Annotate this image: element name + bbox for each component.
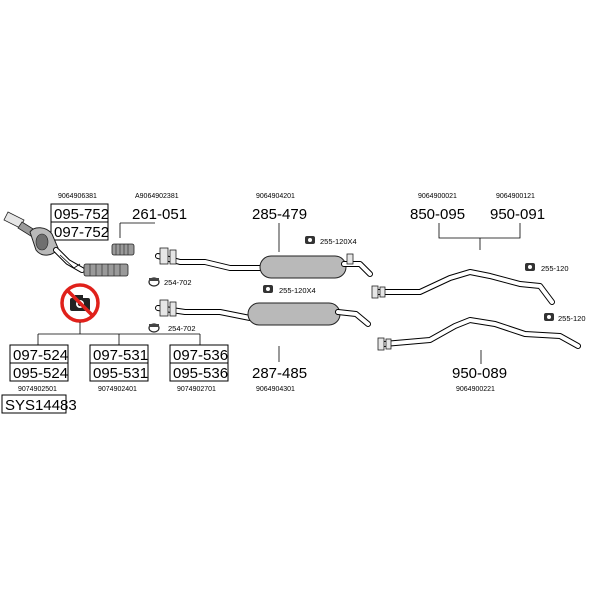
catalyst-oem: 9064906381 <box>58 193 97 200</box>
silencer2-hanger-icon <box>263 285 273 293</box>
flex-pipe-part[interactable]: 261-051 <box>132 206 187 223</box>
silencer1-oem: 9064904201 <box>256 193 295 200</box>
silencer2-part[interactable]: 287-485 <box>252 365 307 382</box>
silencer2-oem: 9064904301 <box>256 386 295 393</box>
silencer2-clamp: 254-702 <box>168 324 196 333</box>
silencer1-clamp: 254-702 <box>164 278 192 287</box>
catalyst-part-2: 097-752 <box>54 224 109 241</box>
catalyst-part-box-2[interactable] <box>50 221 109 241</box>
rear2-hanger-icon <box>544 313 554 321</box>
silencer2-drawing <box>155 299 371 327</box>
flex-pipe-leader <box>119 222 155 238</box>
silencer2-hanger: 255-120X4 <box>279 286 316 295</box>
dpf1-top: 097-524 <box>13 347 68 364</box>
dpf3-oem: 9074902701 <box>177 386 216 393</box>
system-box[interactable] <box>1 394 67 414</box>
rear2-oem: 9064900221 <box>456 386 495 393</box>
dpf1-oem: 9074902501 <box>18 386 57 393</box>
catalyst-drawing <box>3 211 85 273</box>
dpf2-bottom-box[interactable] <box>89 362 149 382</box>
dpf2-top: 097-531 <box>93 347 148 364</box>
silencer1-drawing <box>155 247 373 279</box>
dpf-leader <box>37 322 201 345</box>
dpf3-top: 097-536 <box>173 347 228 364</box>
system-part: SYS14483 <box>5 397 77 414</box>
no-camera-icon <box>60 283 100 323</box>
rear1-hanger-icon <box>525 263 535 271</box>
catalyst-part-1: 095-752 <box>54 206 109 223</box>
rear1-leader <box>438 223 521 250</box>
clamp-icon <box>148 277 160 287</box>
silencer1-part[interactable]: 285-479 <box>252 206 307 223</box>
rear2-hanger: 255-120 <box>558 314 586 323</box>
silencer1-hanger-icon <box>305 236 315 244</box>
dpf2-oem: 9074902401 <box>98 386 137 393</box>
silencer1-hanger: 255-120X4 <box>320 237 357 246</box>
rear1-drawing <box>371 269 555 305</box>
dpf3-bottom: 095-536 <box>173 365 228 382</box>
rear2-drawing <box>377 317 581 351</box>
dpf1-bottom: 095-524 <box>13 365 68 382</box>
flex-pipe-drawing <box>83 243 135 277</box>
rear2-part[interactable]: 950-089 <box>452 365 507 382</box>
flex-pipe-oem: A9064902381 <box>135 193 179 200</box>
rear1-hanger: 255-120 <box>541 264 569 273</box>
rear1-oem-a: 9064900021 <box>418 193 457 200</box>
rear1-part-a[interactable]: 850-095 <box>410 206 465 223</box>
dpf3-bottom-box[interactable] <box>169 362 229 382</box>
rear1-part-b[interactable]: 950-091 <box>490 206 545 223</box>
dpf1-bottom-box[interactable] <box>9 362 69 382</box>
dpf2-bottom: 095-531 <box>93 365 148 382</box>
rear1-oem-b: 9064900121 <box>496 193 535 200</box>
clamp-icon <box>148 323 160 333</box>
